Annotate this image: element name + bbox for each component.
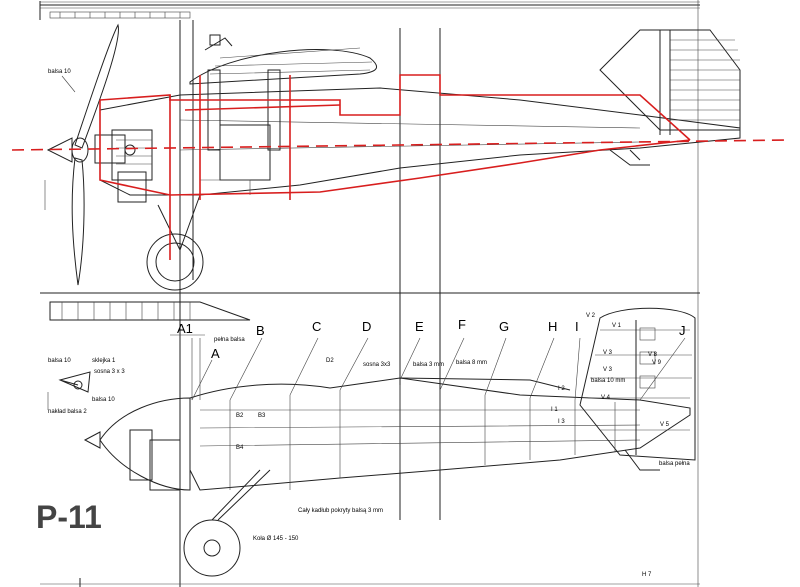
- tail-skid-side: [609, 149, 650, 166]
- note-sklejka1: sklejka 1: [92, 358, 116, 364]
- bulkhead-label: G: [499, 319, 509, 334]
- note-b4: B4: [236, 445, 244, 451]
- bulkhead-label: A1: [177, 321, 193, 336]
- note-balsa10-b: balsa 10: [92, 397, 115, 403]
- note-caly-kadlub: Cały kadłub pokryty balsą 3 mm: [298, 508, 383, 514]
- note-v5: V 5: [660, 422, 670, 428]
- tail-fin-plan: [579, 307, 696, 461]
- bulkhead-label: J: [679, 323, 686, 338]
- side-view: balsa 10: [11, 0, 791, 587]
- note-naklad: nakład balsa 2: [48, 409, 87, 415]
- note-balsa8mm: balsa 8 mm: [456, 360, 487, 366]
- note-v2: V 2: [586, 313, 596, 319]
- landing-gear-plan: [183, 469, 271, 577]
- note-balsa3mm: balsa 3 mm: [413, 362, 444, 368]
- engine-side: [94, 129, 153, 203]
- red-overlay-side: [11, 74, 791, 260]
- note-v8: V 8: [648, 352, 658, 358]
- construction-notes: pełna balsa balsa 10 sklejka 1 sosna 3 x…: [47, 313, 690, 542]
- upper-wing-strip: [49, 11, 191, 19]
- note-kola: Koła Ø 145 - 150: [253, 536, 299, 542]
- note-v1: V 1: [612, 323, 622, 329]
- bulkhead-label: D: [362, 319, 371, 334]
- bulkhead-label: H: [548, 319, 557, 334]
- canopy-side: [189, 34, 378, 85]
- note-sosna3x3-b: sosna 3x3: [363, 362, 391, 368]
- note-balsa-pelna: balsa pełna: [659, 461, 690, 467]
- bulkhead-label: E: [415, 319, 424, 334]
- aircraft-title-fragment: P-11: [36, 499, 102, 535]
- note-i1: I 1: [551, 407, 558, 413]
- note-d2: D2: [326, 358, 334, 364]
- propeller-side: [44, 23, 119, 286]
- note-i3: I 3: [558, 419, 565, 425]
- landing-wheel-side: [146, 194, 204, 291]
- bulkhead-label: F: [458, 317, 466, 332]
- note-b3: B3: [258, 413, 266, 419]
- note-v4: V 4: [601, 395, 611, 401]
- nose-plan: [83, 397, 191, 491]
- sheet-mark: H 7: [642, 572, 652, 578]
- note-b2: B2: [236, 413, 244, 419]
- note-v9: V 9: [652, 360, 662, 366]
- note-balsa10-a: balsa 10: [48, 358, 71, 364]
- note-v3-lower: V 3: [603, 367, 613, 373]
- bulkhead-label: B: [256, 323, 265, 338]
- note-sosna3x3: sosna 3 x 3: [94, 369, 125, 375]
- note-v3-upper: V 3: [603, 350, 613, 356]
- plan-view: A1 A B C D E F G H I J pełna balsa balsa…: [36, 301, 700, 587]
- bulkhead-leaders: [170, 334, 686, 401]
- note-pelna-balsa: pełna balsa: [214, 337, 245, 343]
- tail-fin-side: [599, 29, 741, 135]
- bulkhead-label: I: [575, 319, 579, 334]
- bulkhead-labels: A1 A B C D E F G H I J: [177, 317, 686, 361]
- label-balsa-nose: balsa 10: [48, 69, 71, 75]
- bulkhead-label: C: [312, 319, 321, 334]
- bulkhead-label: A: [211, 346, 220, 361]
- note-i2: I 2: [558, 386, 565, 392]
- lower-wing-strip: [49, 301, 251, 321]
- note-balsa10mm: balsa 10 mm: [591, 378, 625, 384]
- fuselage-plan: [189, 377, 691, 491]
